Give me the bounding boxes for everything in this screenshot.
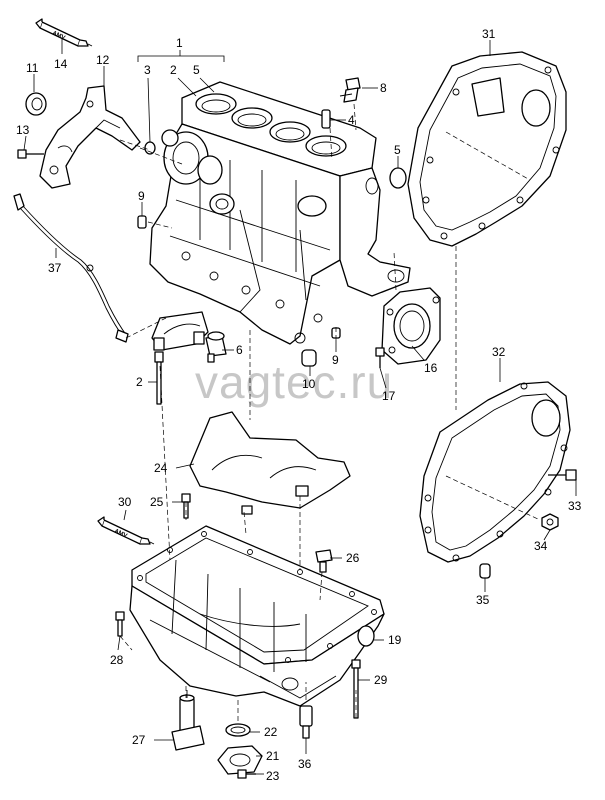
bolt-23 — [237, 769, 256, 779]
bracket-12 — [39, 85, 141, 189]
oil-pan — [129, 525, 385, 707]
callout-5: 5 — [193, 63, 200, 77]
bolt-26 — [315, 549, 333, 573]
callout-9-lower: 9 — [332, 353, 339, 367]
callout-21: 21 — [266, 749, 280, 763]
callout-labels: 1 3 2 5 11 12 14 13 8 4 31 5 9 37 6 2 9 … — [16, 27, 582, 783]
pin-9-upper — [137, 215, 147, 229]
callout-3: 3 — [144, 63, 151, 77]
callout-32: 32 — [492, 345, 506, 359]
callout-30: 30 — [118, 495, 132, 509]
dowel-35 — [479, 563, 491, 579]
bolt-13 — [17, 149, 44, 159]
callout-9-upper: 9 — [138, 189, 145, 203]
oil-level-sensor-27 — [171, 690, 205, 751]
leader-lines — [23, 38, 577, 775]
callout-29: 29 — [374, 673, 388, 687]
bolt-8 — [339, 77, 361, 103]
seal-flange-16 — [381, 287, 441, 365]
callout-2-bolt: 2 — [136, 375, 143, 389]
callout-11: 11 — [26, 61, 39, 75]
callout-22: 22 — [264, 725, 278, 739]
callout-6: 6 — [236, 343, 243, 357]
callout-10: 10 — [302, 377, 316, 391]
callout-24: 24 — [154, 461, 168, 475]
dowel-4 — [321, 109, 331, 129]
cylinder-block — [149, 81, 411, 345]
callout-4: 4 — [348, 113, 355, 127]
oil-jet-6 — [205, 331, 227, 363]
gasket-31 — [407, 51, 567, 247]
plug-3 — [144, 141, 156, 155]
gasket-32 — [419, 381, 571, 563]
callout-26: 26 — [346, 551, 360, 565]
callout-17: 17 — [382, 389, 396, 403]
callout-31: 31 — [482, 27, 496, 41]
callout-12: 12 — [96, 53, 110, 67]
watermark: vagtec.ru — [195, 356, 393, 408]
callout-13: 13 — [16, 123, 30, 137]
plug-5-right — [389, 167, 407, 189]
callout-19: 19 — [388, 633, 402, 647]
callout-5-right: 5 — [394, 143, 401, 157]
bolt-17 — [375, 347, 385, 368]
callout-36: 36 — [298, 757, 312, 771]
bolt-2 — [154, 351, 164, 405]
callout-8: 8 — [380, 81, 387, 95]
callout-33: 33 — [568, 499, 582, 513]
bearing-cap — [151, 311, 209, 351]
callout-14: 14 — [54, 57, 68, 71]
dowel-10 — [301, 349, 317, 367]
baffle-plate-24 — [189, 411, 351, 515]
alignment-lines — [119, 103, 457, 724]
bolt-28 — [115, 611, 125, 637]
callout-28: 28 — [110, 653, 124, 667]
callout-16: 16 — [424, 361, 438, 375]
sensor-36 — [299, 705, 313, 739]
tube-label-bottom: AMV — [113, 528, 128, 539]
seal-ring-11 — [25, 92, 47, 116]
callout-1: 1 — [176, 36, 183, 50]
callout-23: 23 — [266, 769, 280, 783]
nut-34 — [541, 513, 559, 531]
callout-35: 35 — [476, 593, 490, 607]
callout-27: 27 — [132, 733, 146, 747]
callout-2: 2 — [170, 63, 177, 77]
sealant-tube-bottom: AMV — [97, 516, 155, 545]
callout-25: 25 — [150, 495, 164, 509]
sealant-tube-top: AMV — [35, 18, 93, 47]
callout-37: 37 — [48, 261, 62, 275]
tube-label-top: AMV — [51, 30, 66, 41]
dipstick-tube-37 — [13, 193, 129, 343]
callout-34: 34 — [534, 539, 548, 553]
seal-ring-22 — [225, 723, 251, 737]
